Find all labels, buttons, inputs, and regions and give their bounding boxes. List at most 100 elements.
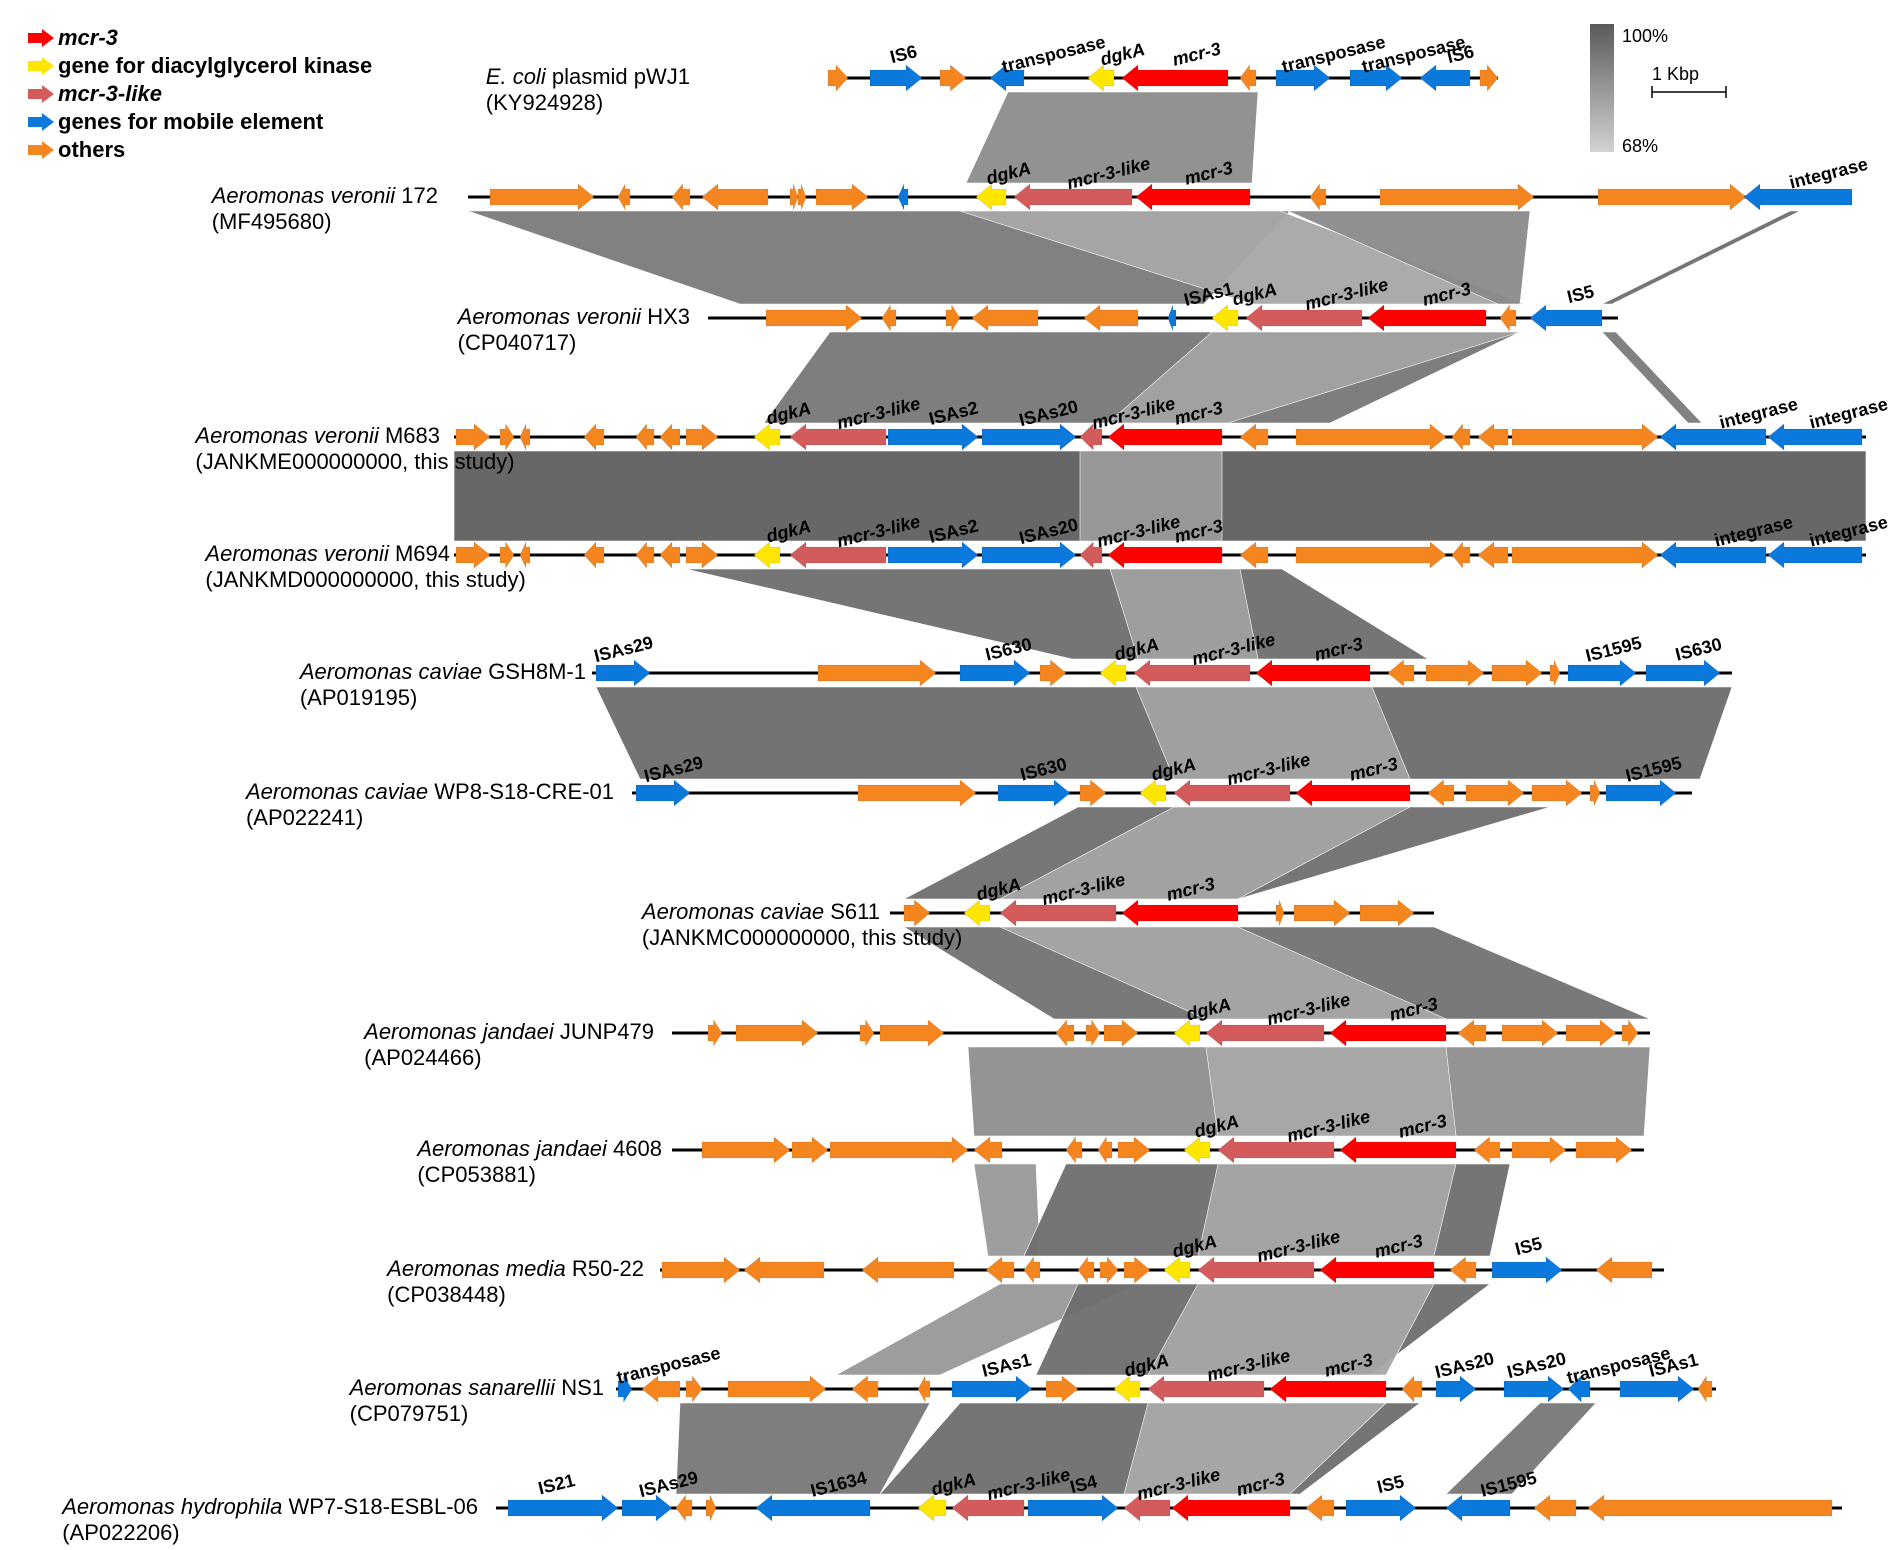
gene-arrow [583, 541, 605, 569]
gene-arrow [1183, 1136, 1211, 1164]
gene-arrow [743, 1256, 825, 1284]
strain-accession: (CP079751) [349, 1401, 469, 1426]
gene-label: IS630 [1673, 634, 1723, 665]
gene-arrow [917, 1374, 931, 1404]
gene-arrow [1039, 659, 1067, 687]
gene-arrow [827, 64, 849, 92]
gene-arrow [951, 1494, 1025, 1522]
gene-arrow [1117, 1136, 1151, 1164]
homology-ribbon [965, 91, 1259, 184]
gene-arrow [1567, 1375, 1591, 1403]
gene-arrow [1171, 1494, 1291, 1522]
gene-arrow [1567, 659, 1637, 687]
gene-arrow [1597, 183, 1747, 211]
gene-arrow [1239, 423, 1269, 451]
homology-ribbon [1287, 210, 1531, 305]
gene-label: IS5 [1375, 1471, 1406, 1497]
gene-arrow [1309, 183, 1327, 211]
gene-label: transposase [1000, 32, 1108, 77]
strain-name: Aeromonas veronii M694 [205, 541, 450, 567]
gene-arrow [1425, 659, 1485, 687]
legend-item: mcr-3-like [28, 80, 372, 108]
gene-arrow [1239, 541, 1269, 569]
gene-arrow [975, 183, 1007, 211]
strain-accession: (MF495680) [211, 209, 332, 234]
strain-name: Aeromonas caviae S611 [642, 899, 880, 925]
gene-arrow [641, 1375, 681, 1403]
scale-bar-line [1651, 86, 1727, 98]
gene-arrow [1173, 1019, 1201, 1047]
gene-arrow [1023, 1256, 1041, 1284]
gene-track [454, 422, 1866, 452]
gene-arrow [973, 1136, 1003, 1164]
gene-arrow [1767, 423, 1863, 451]
gene-arrow [1531, 779, 1583, 807]
strain-genus: Aeromonas jandaei [364, 1019, 554, 1044]
gene-arrow [1319, 1256, 1435, 1284]
gene-arrow [671, 183, 691, 211]
gene-arrow [519, 423, 531, 451]
gene-track [827, 64, 1499, 92]
strain-name: Aeromonas jandaei JUNP479 [364, 1019, 654, 1045]
gene-arrow [1575, 1136, 1633, 1164]
gene-arrow [869, 64, 923, 92]
gene-arrow [1065, 1136, 1083, 1164]
gene-arrow [1587, 1494, 1833, 1522]
strain-id: 172 [395, 183, 438, 208]
gene-arrow [817, 659, 937, 687]
gene-arrow [1103, 1019, 1139, 1047]
gene-arrow [1211, 304, 1239, 332]
strain-id: NS1 [555, 1375, 604, 1400]
strain-genus: Aeromonas jandaei [417, 1136, 607, 1161]
gene-arrow [1107, 541, 1223, 569]
gene-track [672, 1018, 1650, 1048]
strain-accession: (CP038448) [387, 1282, 506, 1307]
yellow-arrow-icon [28, 57, 54, 75]
strain-id: HX3 [641, 304, 690, 329]
homology-ribbon [1107, 331, 1521, 424]
homology-ribbon [1109, 568, 1259, 660]
gene-arrow [1499, 304, 1517, 332]
strain-name: Aeromonas hydrophila WP7-S18-ESBL-06 [62, 1494, 478, 1520]
track-layer [454, 64, 1866, 1522]
gene-arrow [1595, 1256, 1653, 1284]
homology-ribbon [1197, 1163, 1457, 1257]
gene-arrow [1473, 1136, 1501, 1164]
gene-arrow [959, 659, 1031, 687]
strain-id: R50-22 [565, 1256, 644, 1281]
legend-label-dgk: gene for diacylglycerol kinase [58, 53, 373, 78]
gene-label: ISAs20 [1433, 1348, 1496, 1382]
strain-id: JUNP479 [553, 1019, 654, 1044]
gene-arrow [1565, 1019, 1617, 1047]
strain-accession: (CP053881) [417, 1162, 536, 1187]
gene-label: integrase [1807, 394, 1890, 433]
gene-arrow [707, 1018, 723, 1048]
gene-arrow [1163, 1256, 1191, 1284]
strain-id: WP8-S18-CRE-01 [428, 779, 614, 804]
blue-arrow-icon [28, 113, 54, 131]
legend-label-mobile: genes for mobile element [58, 109, 324, 134]
gene-arrow [635, 423, 655, 451]
gene-arrow [1697, 1374, 1713, 1404]
gene-arrow [1511, 423, 1659, 451]
gene-arrow [1055, 1019, 1075, 1047]
gene-arrow [1367, 304, 1487, 332]
gene-label: ISAs29 [592, 632, 655, 666]
strain-genus: Aeromonas caviae [641, 899, 825, 924]
gene-arrow [617, 182, 631, 212]
orange-arrow-icon [28, 141, 54, 159]
gene-arrow [659, 423, 681, 451]
gene-track [592, 659, 1732, 687]
gene-arrow [861, 1256, 955, 1284]
gene-arrow [1465, 779, 1525, 807]
gene-arrow [1077, 1256, 1095, 1284]
gene-arrow [1479, 64, 1499, 92]
gene-arrow [753, 423, 781, 451]
gene-arrow [1239, 64, 1257, 92]
legend: mcr-3 gene for diacylglycerol kinase mcr… [28, 24, 372, 164]
gene-arrow [945, 303, 961, 333]
strain-accession: (AP022206) [62, 1520, 180, 1545]
gene-arrow [455, 541, 491, 569]
gene-arrow [1121, 64, 1229, 92]
